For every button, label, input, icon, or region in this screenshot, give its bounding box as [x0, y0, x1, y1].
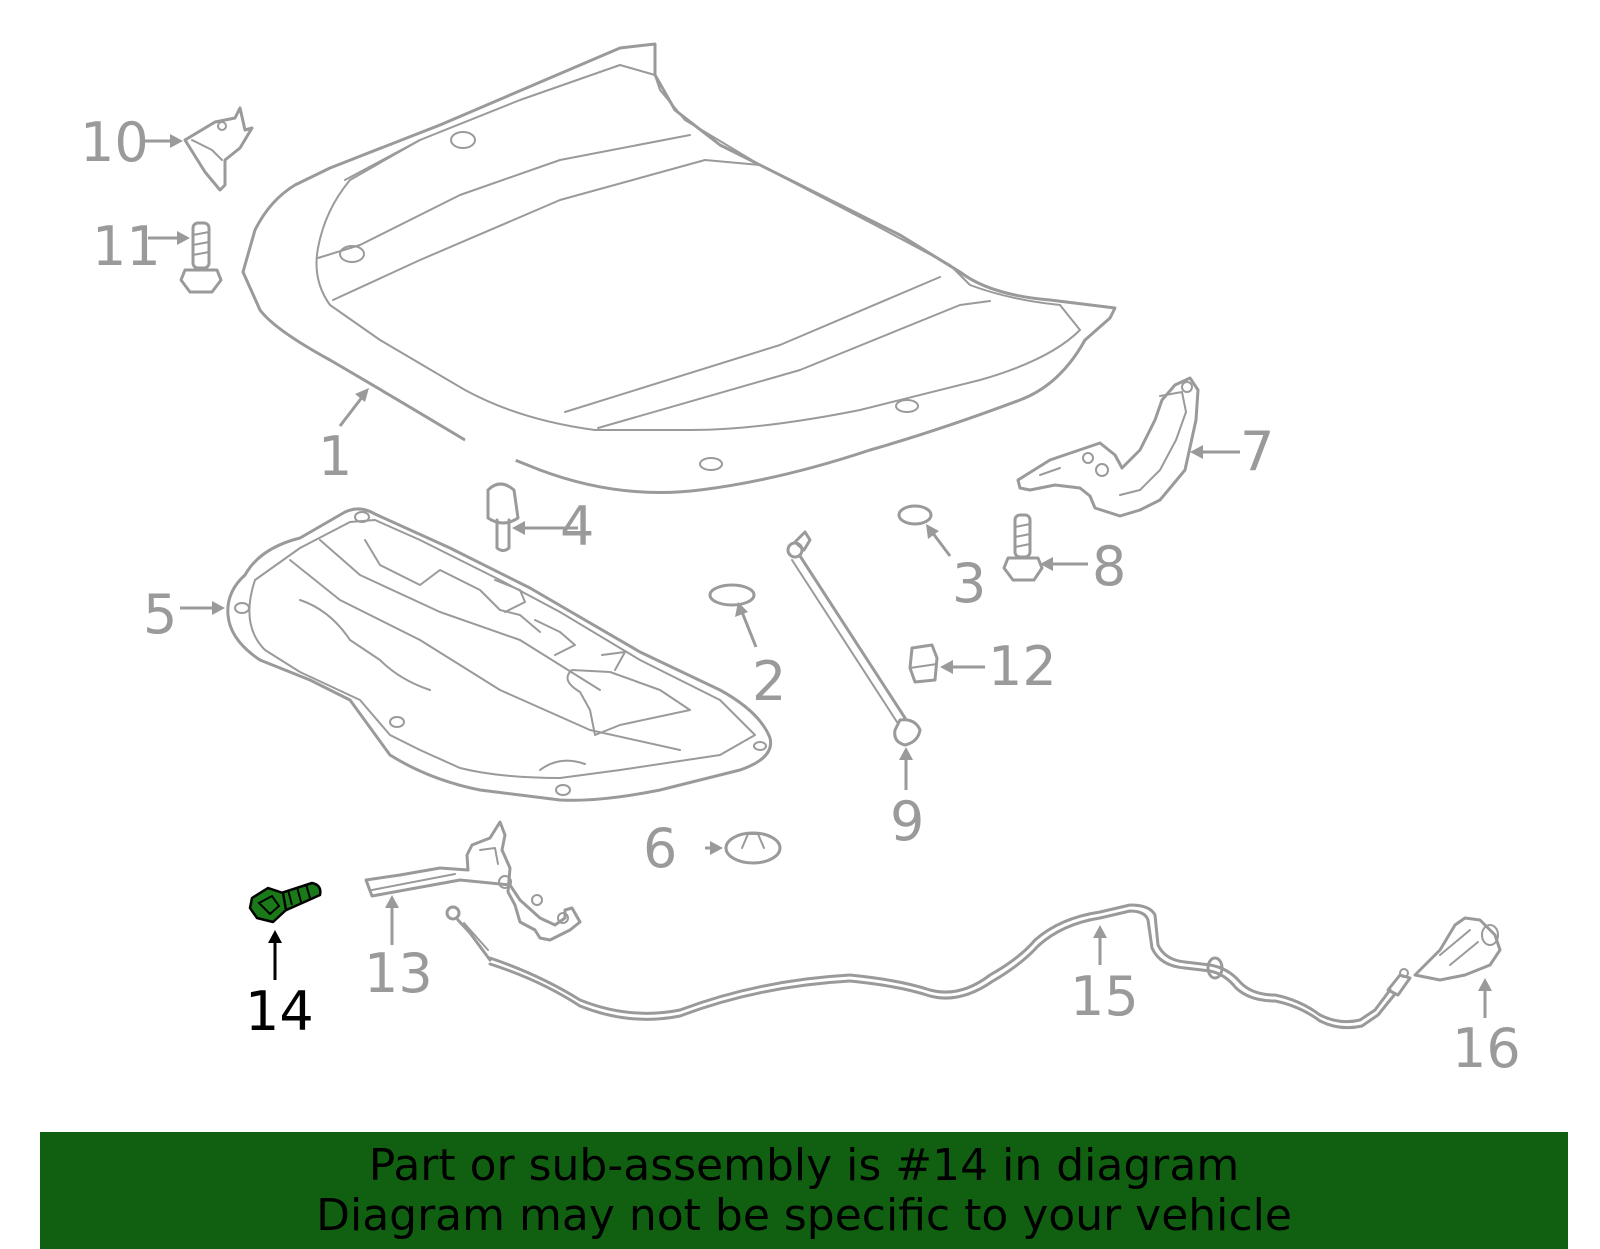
banner-line-2: Diagram may not be specific to your vehi… [316, 1189, 1292, 1241]
part-7-hinge[interactable] [1016, 376, 1200, 518]
callout-12: 12 [988, 635, 1057, 698]
part-10-bracket[interactable] [183, 106, 254, 192]
part-5-insulator[interactable] [226, 507, 773, 802]
part-2-grommet[interactable] [708, 583, 756, 607]
part-8-bolt[interactable] [1002, 513, 1044, 582]
callout-9: 9 [890, 790, 924, 853]
info-banner: Part or sub-assembly is #14 in diagram D… [40, 1132, 1568, 1249]
part-11-bolt[interactable] [179, 221, 223, 294]
callout-3: 3 [952, 552, 986, 615]
callout-8: 8 [1092, 535, 1126, 598]
part-12-clip[interactable] [908, 643, 939, 684]
part-4-bumper[interactable] [486, 482, 520, 552]
callout-16: 16 [1452, 1017, 1521, 1080]
part-6-clip[interactable] [724, 831, 782, 865]
callout-2: 2 [752, 650, 786, 713]
callout-15: 15 [1070, 965, 1139, 1028]
callout-numbers: 1 2 3 4 5 6 7 8 9 10 11 12 13 14 15 16 [80, 111, 1521, 1080]
callout-7: 7 [1240, 420, 1274, 483]
callout-5: 5 [143, 583, 177, 646]
part-13-hood-lock[interactable] [364, 820, 582, 942]
part-14-bolt[interactable] [248, 881, 322, 924]
callout-6: 6 [643, 817, 677, 880]
part-9-support-rod[interactable] [786, 530, 922, 747]
leader-lines [144, 134, 1492, 1018]
callout-4: 4 [560, 495, 594, 558]
callout-10: 10 [80, 111, 149, 174]
callout-1: 1 [318, 425, 352, 488]
callout-11: 11 [92, 215, 161, 278]
part-1-hood[interactable] [241, 42, 1117, 494]
part-15-release-cable[interactable] [445, 903, 1412, 1030]
part-16-release-handle[interactable] [1413, 916, 1502, 982]
part-3-grommet[interactable] [897, 504, 933, 526]
banner-line-1: Part or sub-assembly is #14 in diagram [368, 1139, 1240, 1191]
callout-13: 13 [364, 942, 433, 1005]
callout-14: 14 [245, 980, 314, 1043]
